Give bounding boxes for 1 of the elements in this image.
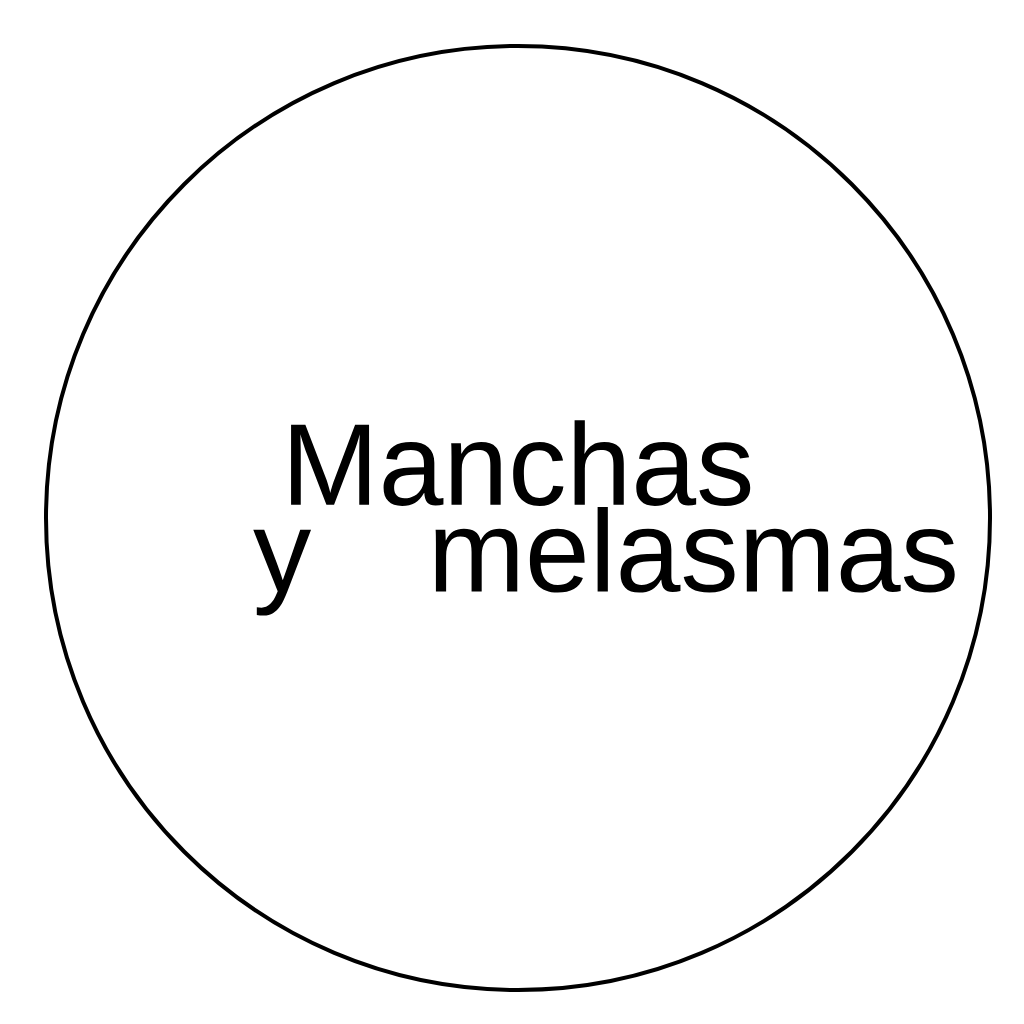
circle-node: Manchas y melasmas (44, 44, 992, 992)
